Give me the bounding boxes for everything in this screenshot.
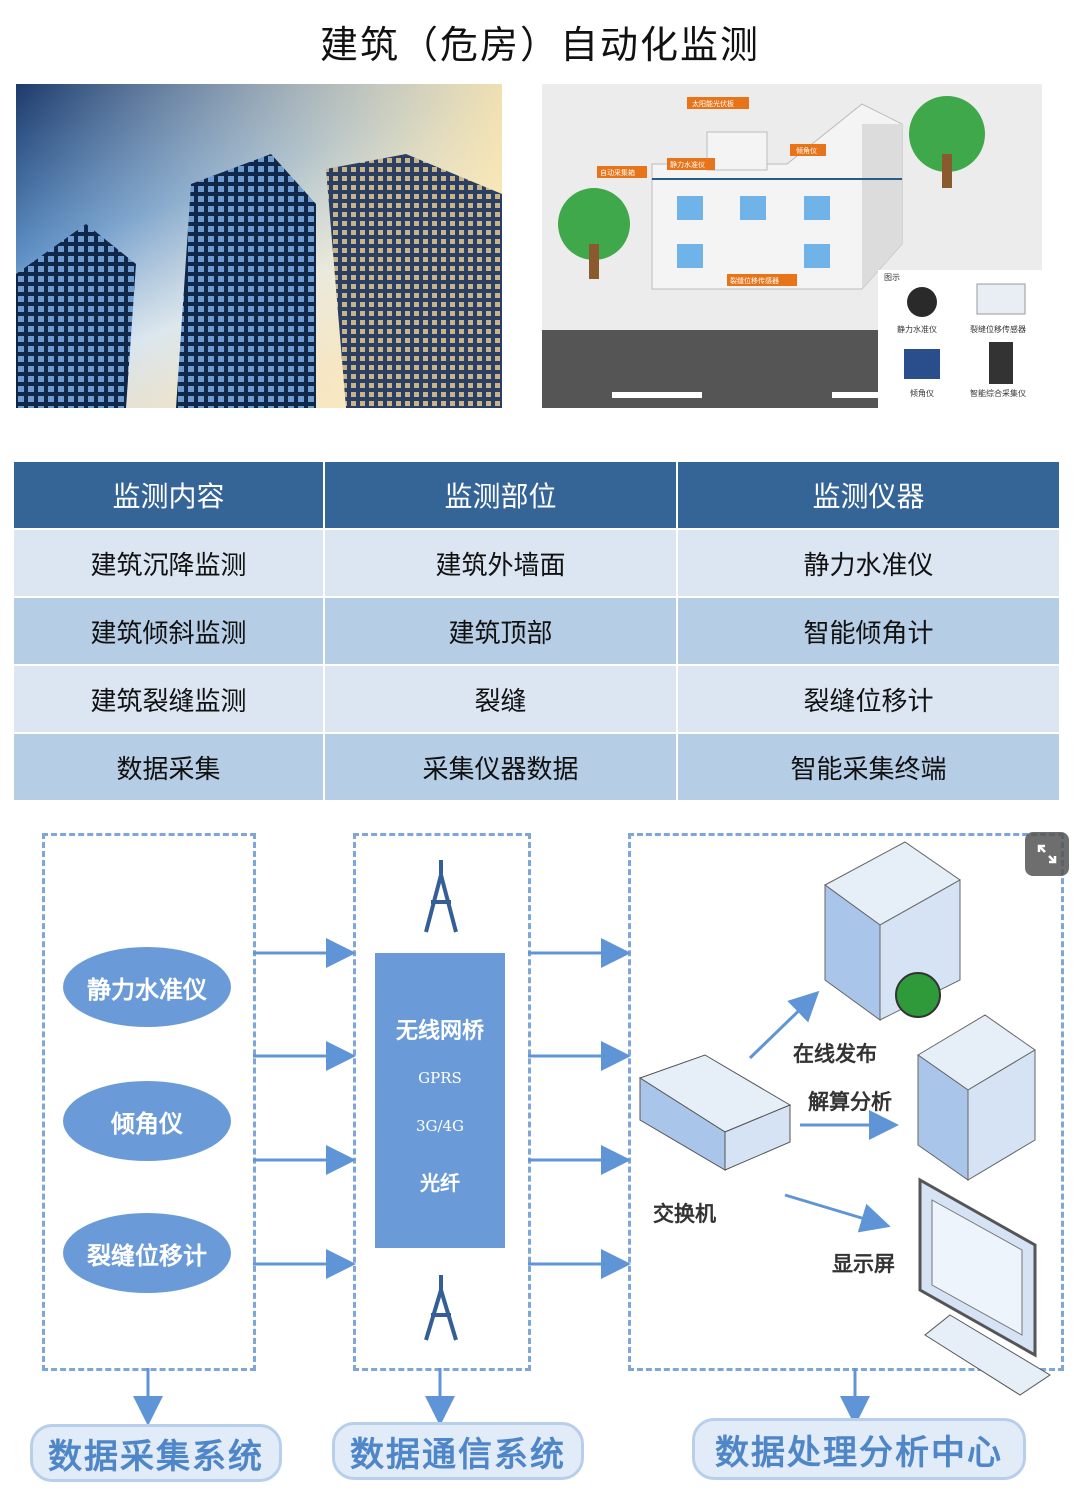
callout-solar: 太阳能光伏板 (692, 99, 734, 108)
table-header-row: 监测内容 监测部位 监测仪器 (14, 462, 1059, 529)
table-cell: 智能倾角计 (677, 596, 1059, 665)
legend-crack: 裂缝位移传感器 (970, 324, 1026, 334)
table-row: 建筑裂缝监测 裂缝 裂缝位移计 (14, 664, 1059, 733)
callout-collector: 自动采集箱 (600, 168, 635, 177)
sensor-leveling: 静力水准仪 (63, 947, 231, 1027)
table-cell: 裂缝位移计 (677, 664, 1059, 733)
monitor-icon (918, 1177, 1051, 1396)
header-content: 监测内容 (14, 462, 325, 529)
legend-collector: 智能综合采集仪 (970, 388, 1026, 398)
table-cell: 建筑外墙面 (324, 528, 678, 597)
building-schematic: 太阳能光伏板 自动采集箱 静力水准仪 倾角仪 裂缝位移传感器 图示 静力水准仪 … (542, 84, 1042, 408)
label-publish: 在线发布 (793, 1041, 877, 1066)
table-row: 建筑倾斜监测 建筑顶部 智能倾角计 (14, 596, 1059, 665)
table-cell: 数据采集 (14, 732, 325, 800)
expand-icon[interactable] (1025, 832, 1069, 876)
table-row: 建筑沉降监测 建筑外墙面 静力水准仪 (14, 528, 1059, 597)
bridge-fiber: 光纤 (420, 1171, 460, 1195)
callout-crack: 裂缝位移传感器 (730, 276, 779, 285)
legend-leveling: 静力水准仪 (897, 324, 937, 334)
table-cell: 裂缝 (324, 664, 678, 733)
server-icon (824, 841, 1036, 1181)
analysis-center-box (628, 833, 1064, 1371)
communication-block: 无线网桥 GPRS 3G/4G 光纤 (375, 953, 505, 1248)
callout-tilt: 倾角仪 (796, 146, 817, 155)
table-cell: 采集仪器数据 (324, 732, 678, 800)
legend-tilt: 倾角仪 (910, 388, 934, 398)
legend-title: 图示 (884, 273, 900, 282)
table-cell: 建筑沉降监测 (14, 528, 325, 597)
monitoring-table: 监测内容 监测部位 监测仪器 建筑沉降监测 建筑外墙面 静力水准仪 建筑倾斜监测… (14, 462, 1059, 800)
table-cell: 静力水准仪 (677, 528, 1059, 597)
callout-leveling: 静力水准仪 (670, 160, 705, 169)
communication-system-box (353, 833, 531, 1371)
system-analysis-center: 数据处理分析中心 (692, 1418, 1026, 1480)
header-instrument: 监测仪器 (677, 462, 1059, 529)
antenna-icon (424, 860, 458, 1341)
label-switch: 交换机 (653, 1201, 716, 1226)
system-acquisition: 数据采集系统 (30, 1424, 282, 1482)
bridge-wireless: 无线网桥 (395, 1018, 484, 1044)
bridge-gprs: GPRS (418, 1069, 462, 1087)
label-analysis: 解算分析 (808, 1089, 892, 1114)
skyscraper-photo (16, 84, 502, 408)
page-title: 建筑（危房）自动化监测 (319, 23, 760, 67)
sensor-tilt: 倾角仪 (63, 1081, 231, 1161)
bridge-3g4g: 3G/4G (415, 1117, 465, 1135)
table-row: 数据采集 采集仪器数据 智能采集终端 (14, 732, 1059, 800)
label-display: 显示屏 (832, 1251, 895, 1276)
sensor-crack: 裂缝位移计 (63, 1213, 231, 1293)
header-location: 监测部位 (324, 462, 678, 529)
table-cell: 智能采集终端 (677, 732, 1059, 800)
switch-icon (638, 1054, 792, 1171)
table-cell: 建筑顶部 (324, 596, 678, 665)
diagram-graphics (133, 841, 1051, 1426)
system-communication: 数据通信系统 (332, 1422, 584, 1480)
table-cell: 建筑裂缝监测 (14, 664, 325, 733)
table-cell: 建筑倾斜监测 (14, 596, 325, 665)
